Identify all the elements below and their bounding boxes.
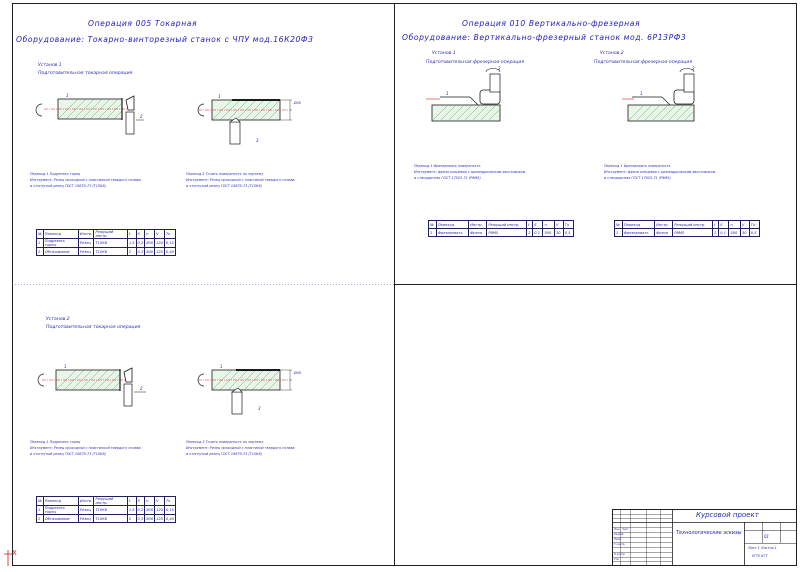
cell: Т15К6 [93,514,128,523]
sketch-milling-1: 2 1 [426,66,501,122]
op2-s2-note1: Переход 1 Фрезеровать поверхность [604,164,671,168]
stamp-role-4: Т.контр. [614,543,626,546]
cell: 0,5 [748,228,761,237]
table-row: 1 Фрезеровать Фреза Р6М5 2 0,1 500 30 0,… [428,228,575,237]
op2-setup2-transition: Подготовительная фрезерная операция [594,60,693,65]
op1-s1-note6: и отогнутый резец ГОСТ 18879-73 (Т15К6) [186,184,262,188]
stamp-title: Курсовой проект [696,511,759,519]
op1-setup1-transition: Подготовительная токарная операция [38,71,133,76]
table-row: № Переход Инстр. Режущий инстр. t S n V … [428,220,575,229]
op2-s1-note2: Инструмент: фреза концевая с цилиндричес… [414,170,526,174]
op1-s2-note5: Инструмент: Резец проходной с пластиной … [186,446,295,450]
op1-s1-note3: и отогнутый резец ГОСТ 18879-73 (Т15К6) [30,184,106,188]
svg-text:1: 1 [446,91,449,96]
cell: Фреза [468,228,488,237]
stamp-role-6: Утв. [614,558,620,561]
cell: 0,5 [562,228,575,237]
op1-s2-note2: Инструмент: Резец проходной с пластинкой… [30,446,141,450]
sketch-facing-2: 1 2 [37,364,146,407]
table-row: № Переход Инстр. Режущий инстр. t S n V … [36,229,177,239]
cell: 2 [526,228,534,237]
svg-text:Ø40: Ø40 [293,370,301,375]
cell: Фреза [654,228,674,237]
op1-s1-note2: Инструмент: Резец проходной с пластинкой… [30,178,141,182]
op2-s2-note3: и стандартная ГОСТ 17025-71 (Р6М5) [604,176,671,180]
stamp-doc-name: Технологические эскизы [676,530,742,536]
cell: 0,40 [163,514,177,523]
sketch-milling-2: 2 1 [622,66,695,122]
op2-setup2-label: Установ 2 [600,51,624,56]
op1-s2-note6: и отогнутый резец ГОСТ 18879-73 (Т15К6) [186,452,262,456]
stamp-role-0: Изм. [614,528,621,531]
cell: Фрезеровать [435,228,470,237]
op1-table-1: № Переход Инстр. Режущий инстр. t S n V … [36,229,177,256]
sketch-turning-1: Ø40 1 3 [197,94,301,145]
svg-text:2: 2 [498,66,501,71]
table-row: 1 Фрезеровать Фреза Р6М5 2 0,1 500 30 0,… [614,228,761,237]
cell: 0,1 [532,228,544,237]
op2-s1-note1: Переход 1 Фрезеровать поверхность [414,164,481,168]
table-row: 2 Обтачивание Резец Т15К6 2 0,3 800 125 … [36,514,177,523]
stamp-scale: 01 [764,534,770,539]
axis-mark: X [12,549,17,557]
cell: Обтачивание [42,514,79,523]
op2-table-2: № Переход Инстр. Режущий инстр. t S n V … [614,220,761,237]
op1-s2-note1: Переход 1 Подрезать торец [30,440,81,444]
stamp-role-3: Пров. [614,538,622,541]
op1-s1-note1: Переход 1 Подрезать торец [30,172,81,176]
stamp-role-1: Лист [622,528,629,531]
cell: Обтачивание [42,247,79,256]
table-row: № Переход Инстр. Режущий инстр. t S n V … [614,220,761,229]
svg-text:1: 1 [218,94,221,99]
stamp-sheet-info: Лист 1 Листов 1 [748,546,777,550]
op2-setup1-label: Установ 1 [432,51,456,56]
svg-text:3: 3 [256,138,259,143]
cell: Т15К6 [93,247,128,256]
sketch-turning-2: Ø40 1 3 [197,364,301,415]
svg-text:2: 2 [140,114,143,119]
op1-s2-note4: Переход 2 Точить поверхность по чертежу [186,440,264,444]
sketch-facing-1: 1 2 [35,93,144,135]
op1-setup2-transition: Подготовительная токарная операция [46,325,141,330]
svg-text:Ø40: Ø40 [293,100,301,105]
svg-text:2: 2 [140,386,143,391]
svg-text:1: 1 [66,93,69,98]
stamp-role-5: Н.контр. [614,553,626,556]
svg-text:1: 1 [220,364,223,369]
op1-table-2: № Переход Инстр. Режущий инстр. t S n V … [36,496,177,523]
op1-s2-note3: и отогнутый резец ГОСТ 18879-73 (Т15К6) [30,452,106,456]
op2-s1-note3: и стандартная ГОСТ 17025-71 (Р6М5) [414,176,481,180]
op1-s1-note4: Переход 2 Точить поверхность по чертежу [186,172,264,176]
svg-text:3: 3 [258,406,261,411]
stamp-role-2: Разраб. [614,533,625,536]
op1-equipment: Оборудование: Токарно-винторезный станок… [16,35,314,44]
svg-text:2: 2 [692,66,695,71]
cell: 2 [712,228,720,237]
op2-s2-note2: Инструмент: фреза концевая с цилиндричес… [604,170,716,174]
op2-setup1-transition: Подготовительная фрезерная операция [426,60,525,65]
svg-text:1: 1 [640,91,643,96]
op2-equipment: Оборудование: Вертикально-фрезерный стан… [402,33,687,42]
cell: 0,1 [718,228,730,237]
cell: Фрезеровать [621,228,656,237]
op2-title: Операция 010 Вертикально-фрезерная [462,19,641,28]
stamp-org: УГТУ КГТ [752,554,768,558]
cell: 0,40 [163,247,177,256]
op1-setup1-label: Установ 1 [38,63,62,68]
op1-setup2-label: Установ 2 [46,317,70,322]
op1-title: Операция 005 Токарная [88,19,198,28]
svg-text:1: 1 [64,364,67,369]
op2-table-1: № Переход Инстр. Режущий инстр. t S n V … [428,220,575,237]
op1-s1-note5: Инструмент: Резец проходной с пластиной … [186,178,295,182]
table-row: 2 Обтачивание Резец Т15К6 2 0,3 800 125 … [36,247,177,256]
